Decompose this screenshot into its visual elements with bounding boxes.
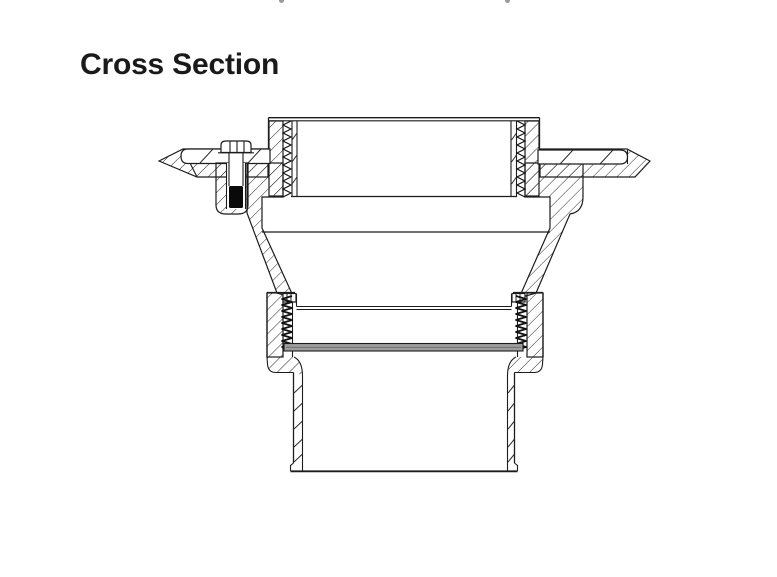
right-coil-thread (515, 295, 527, 351)
left-thread-zigzag (281, 120, 293, 198)
hub-bottom-flare (266, 356, 544, 377)
body-collar (267, 117, 541, 197)
lower-threaded-hub (266, 291, 544, 358)
page-title: Cross Section (80, 48, 280, 81)
cropped-glyph-artifact (279, 0, 284, 3)
body-funnel (246, 162, 584, 299)
right-clamp-bar (537, 149, 629, 165)
right-thread-zigzag (515, 120, 527, 198)
cropped-glyph-artifact (505, 0, 510, 3)
bottom-outlet-pipe (289, 372, 519, 473)
bolt-head (220, 140, 252, 154)
hex-bolt (215, 140, 254, 215)
top-threaded-access-pipe (268, 117, 540, 198)
left-coil-thread (281, 295, 293, 351)
right-flange-arm (537, 148, 651, 178)
bolt-thread-engagement (229, 186, 243, 208)
gasket-seal (283, 342, 524, 352)
